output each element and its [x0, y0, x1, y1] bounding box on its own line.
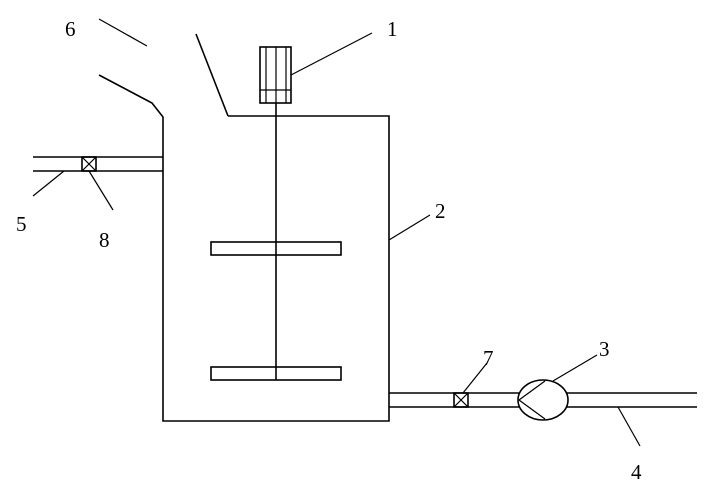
label-inlet-pipe: 5 [16, 212, 27, 236]
outlet-valve [453, 392, 469, 408]
label-outlet-pipe: 4 [631, 460, 642, 484]
upper-paddle [210, 241, 342, 256]
inlet-valve [81, 156, 97, 172]
label-inlet-valve: 8 [99, 228, 110, 252]
leader-3 [552, 354, 598, 382]
lower-paddle [210, 366, 342, 381]
leader-4 [617, 406, 641, 447]
leader-1 [290, 32, 373, 76]
label-tank: 2 [435, 199, 446, 223]
leader-7 [462, 362, 488, 394]
leader-5 [32, 170, 65, 197]
label-motor: 1 [387, 17, 398, 41]
label-outlet-valve: 7 [483, 346, 494, 370]
leader-8 [88, 170, 114, 211]
inlet-pipe [33, 156, 163, 172]
label-pump: 3 [599, 337, 610, 361]
hopper-right-wall [195, 33, 229, 117]
label-hopper: 6 [65, 17, 76, 41]
outlet-pipe [389, 392, 697, 408]
tank-body [98, 74, 390, 422]
hopper-left-lead [98, 18, 148, 47]
leader-2 [388, 214, 431, 241]
pump [517, 379, 569, 421]
motor [259, 46, 292, 104]
